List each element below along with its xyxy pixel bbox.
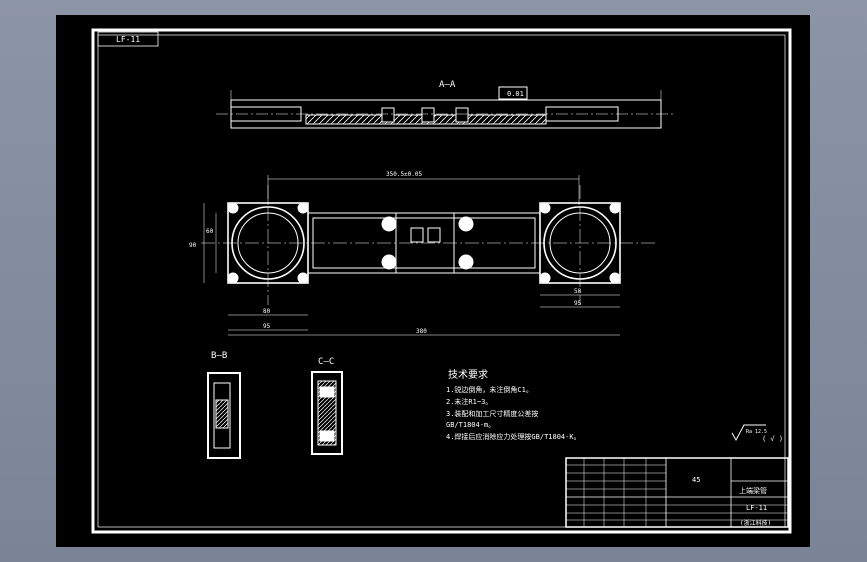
tb-material: 45 bbox=[692, 476, 700, 484]
tech-line-1: 1.锐边倒角，未注倒角C1。 bbox=[446, 385, 533, 394]
inner-border bbox=[97, 34, 786, 528]
section-bb-view: B—B bbox=[207, 351, 241, 459]
roughness-symbol: Ra 12.5 ( √ ) bbox=[731, 424, 783, 443]
dim-right-58: 58 bbox=[574, 288, 582, 295]
dim-left-80: 80 bbox=[263, 308, 271, 315]
tb-drawing-no: LF-11 bbox=[746, 504, 767, 512]
tech-line-2: 2.未注R1~3。 bbox=[446, 397, 492, 406]
tech-line-4: GB/T1804-m。 bbox=[446, 421, 495, 429]
cad-viewport[interactable]: LF-11 A—A 0.01 350.5±0.05 bbox=[56, 15, 810, 547]
section-aa-view: A—A 0.01 bbox=[216, 80, 676, 129]
tb-part-name: 上端梁管 bbox=[739, 486, 767, 495]
plan-view: 350.5±0.05 90 60 bbox=[189, 171, 656, 336]
tech-line-3: 3.装配和加工尺寸精度公差按 bbox=[446, 409, 538, 418]
section-aa-label: A—A bbox=[439, 80, 456, 90]
dim-left-95: 95 bbox=[263, 323, 271, 330]
tb-note: (浙江科技) bbox=[740, 519, 771, 527]
flatness-frame bbox=[498, 86, 528, 100]
dim-h90: 90 bbox=[189, 242, 197, 249]
outer-border bbox=[91, 28, 792, 534]
title-block: 45 上端梁管 LF-11 (浙江科技) bbox=[565, 457, 789, 528]
tech-line-5: 4.焊接后应消除应力处理按GB/T1804-K。 bbox=[446, 432, 581, 441]
tech-title: 技术要求 bbox=[448, 368, 488, 381]
dim-total: 380 bbox=[416, 328, 427, 335]
dim-overall: 350.5±0.05 bbox=[386, 171, 423, 178]
section-cc-label: C—C bbox=[318, 357, 334, 367]
roughness-check: ( √ ) bbox=[762, 435, 783, 443]
dim-h60: 60 bbox=[206, 228, 214, 235]
roughness-value: Ra 12.5 bbox=[746, 429, 767, 435]
section-cc-view: C—C bbox=[311, 357, 343, 455]
code-box: LF-11 bbox=[97, 31, 159, 47]
section-bb-label: B—B bbox=[211, 351, 227, 361]
code-box-text: LF-11 bbox=[116, 35, 140, 44]
dim-right-95: 95 bbox=[574, 300, 582, 307]
drawing-sheet: LF-11 A—A 0.01 350.5±0.05 bbox=[91, 28, 792, 534]
tech-requirements: 技术要求 1.锐边倒角，未注倒角C1。 2.未注R1~3。 3.装配和加工尺寸精… bbox=[446, 368, 581, 441]
flatness-value: 0.01 bbox=[507, 90, 524, 98]
